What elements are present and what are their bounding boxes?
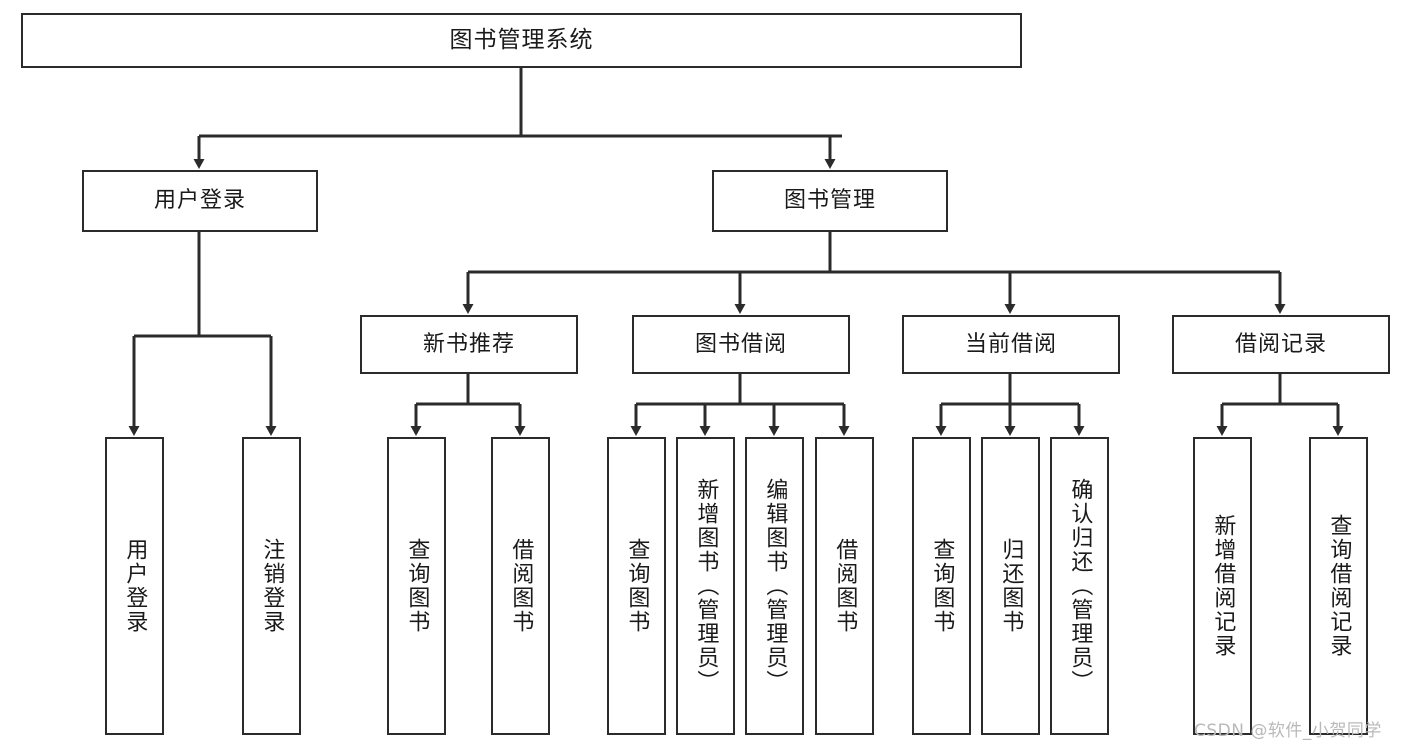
node-label: 借阅图书 [508, 538, 534, 634]
node-label: 当前借阅 [964, 331, 1057, 357]
node-label: 用户登录 [153, 188, 246, 214]
node-label: 查询借阅记录 [1326, 514, 1352, 658]
node-label: 查询图书 [929, 538, 955, 634]
leaf-borrow-book[interactable]: 借阅图书 [815, 437, 874, 735]
node-label: 查询图书 [404, 538, 430, 634]
node-label: 注销登录 [259, 538, 285, 634]
node-new-book-recommend[interactable]: 新书推荐 [360, 315, 578, 374]
node-label: 归还图书 [998, 538, 1024, 634]
leaf-query-books-recommend[interactable]: 查询图书 [387, 437, 446, 735]
node-user-login[interactable]: 用户登录 [82, 170, 318, 232]
leaf-user-login[interactable]: 用户登录 [105, 437, 164, 735]
node-label: 编辑图书（管理员） [762, 478, 788, 694]
csdn-watermark: CSDN @软件_小贺同学 [1194, 721, 1382, 741]
node-label: 新书推荐 [422, 331, 515, 357]
node-label: 图书管理 [783, 188, 876, 214]
node-label: 新增借阅记录 [1210, 514, 1236, 658]
node-book-borrow[interactable]: 图书借阅 [632, 315, 850, 374]
leaf-edit-book-admin[interactable]: 编辑图书（管理员） [745, 437, 804, 735]
node-label: 确认归还（管理员） [1067, 478, 1093, 694]
node-label: 借阅记录 [1234, 331, 1327, 357]
node-label: 查询图书 [624, 538, 650, 634]
node-label: 图书借阅 [694, 331, 787, 357]
node-label: 新增图书（管理员） [693, 478, 719, 694]
node-root-system[interactable]: 图书管理系统 [21, 13, 1022, 68]
leaf-return-book[interactable]: 归还图书 [981, 437, 1040, 735]
node-label: 借阅图书 [832, 538, 858, 634]
leaf-query-books-current[interactable]: 查询图书 [912, 437, 971, 735]
leaf-query-borrow-record[interactable]: 查询借阅记录 [1309, 437, 1368, 735]
leaf-add-book-admin[interactable]: 新增图书（管理员） [676, 437, 735, 735]
leaf-query-books-borrow[interactable]: 查询图书 [607, 437, 666, 735]
node-book-management[interactable]: 图书管理 [712, 170, 948, 232]
leaf-add-borrow-record[interactable]: 新增借阅记录 [1193, 437, 1252, 735]
leaf-borrow-books-recommend[interactable]: 借阅图书 [491, 437, 550, 735]
leaf-logout[interactable]: 注销登录 [242, 437, 301, 735]
node-current-borrow[interactable]: 当前借阅 [902, 315, 1120, 374]
leaf-confirm-return-admin[interactable]: 确认归还（管理员） [1050, 437, 1109, 735]
node-label: 图书管理系统 [449, 27, 594, 54]
node-label: 用户登录 [122, 538, 148, 634]
node-borrow-records[interactable]: 借阅记录 [1172, 315, 1390, 374]
